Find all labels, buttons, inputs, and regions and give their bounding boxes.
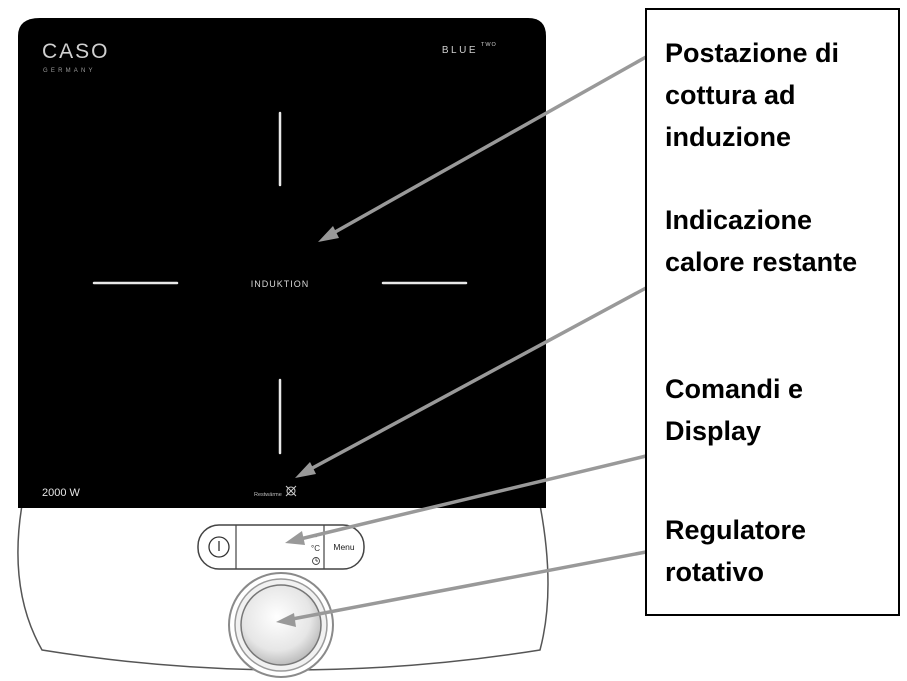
callout-controls-display: Comandi e Display [665,374,804,446]
callout-rotary-regulator: Regulatore rotativo [665,515,807,587]
timer-icon [312,557,320,565]
power-button[interactable] [208,536,230,558]
callout-panel [645,8,900,616]
brand-sub: GERMANY [43,68,96,74]
residual-heat-text: Restwärme [254,492,282,498]
arrow-heads [276,226,339,627]
brand-logo: CASO [42,40,110,63]
arrow-rotary-regulator [285,550,648,622]
arrowhead-controls-display [285,531,305,545]
arrowhead-cooking-zone [318,226,339,242]
model-name-sup: TWO [481,42,497,48]
arrow-cooking-zone [326,55,648,238]
zone-label: INDUKTION [251,279,310,289]
arrow-residual-heat [303,286,648,474]
callout-arrows [285,55,648,622]
power-rating: 2000 W [42,487,81,499]
arrowhead-residual-heat [295,462,316,478]
callout-residual-heat: Indicazione calore restante [665,205,858,277]
cooking-zone-marks [92,111,468,455]
glass-cooktop [18,18,546,508]
arrow-controls-display [294,454,648,542]
rotary-knob[interactable] [228,572,334,678]
residual-heat-icon [285,485,297,497]
menu-button[interactable]: Menu [333,542,355,552]
arrowhead-rotary-regulator [276,613,296,627]
celsius-unit: °C [311,544,320,553]
callout-cooking-zone: Postazione di cottura ad induzione [665,38,840,152]
model-name: BLUE [442,45,478,56]
